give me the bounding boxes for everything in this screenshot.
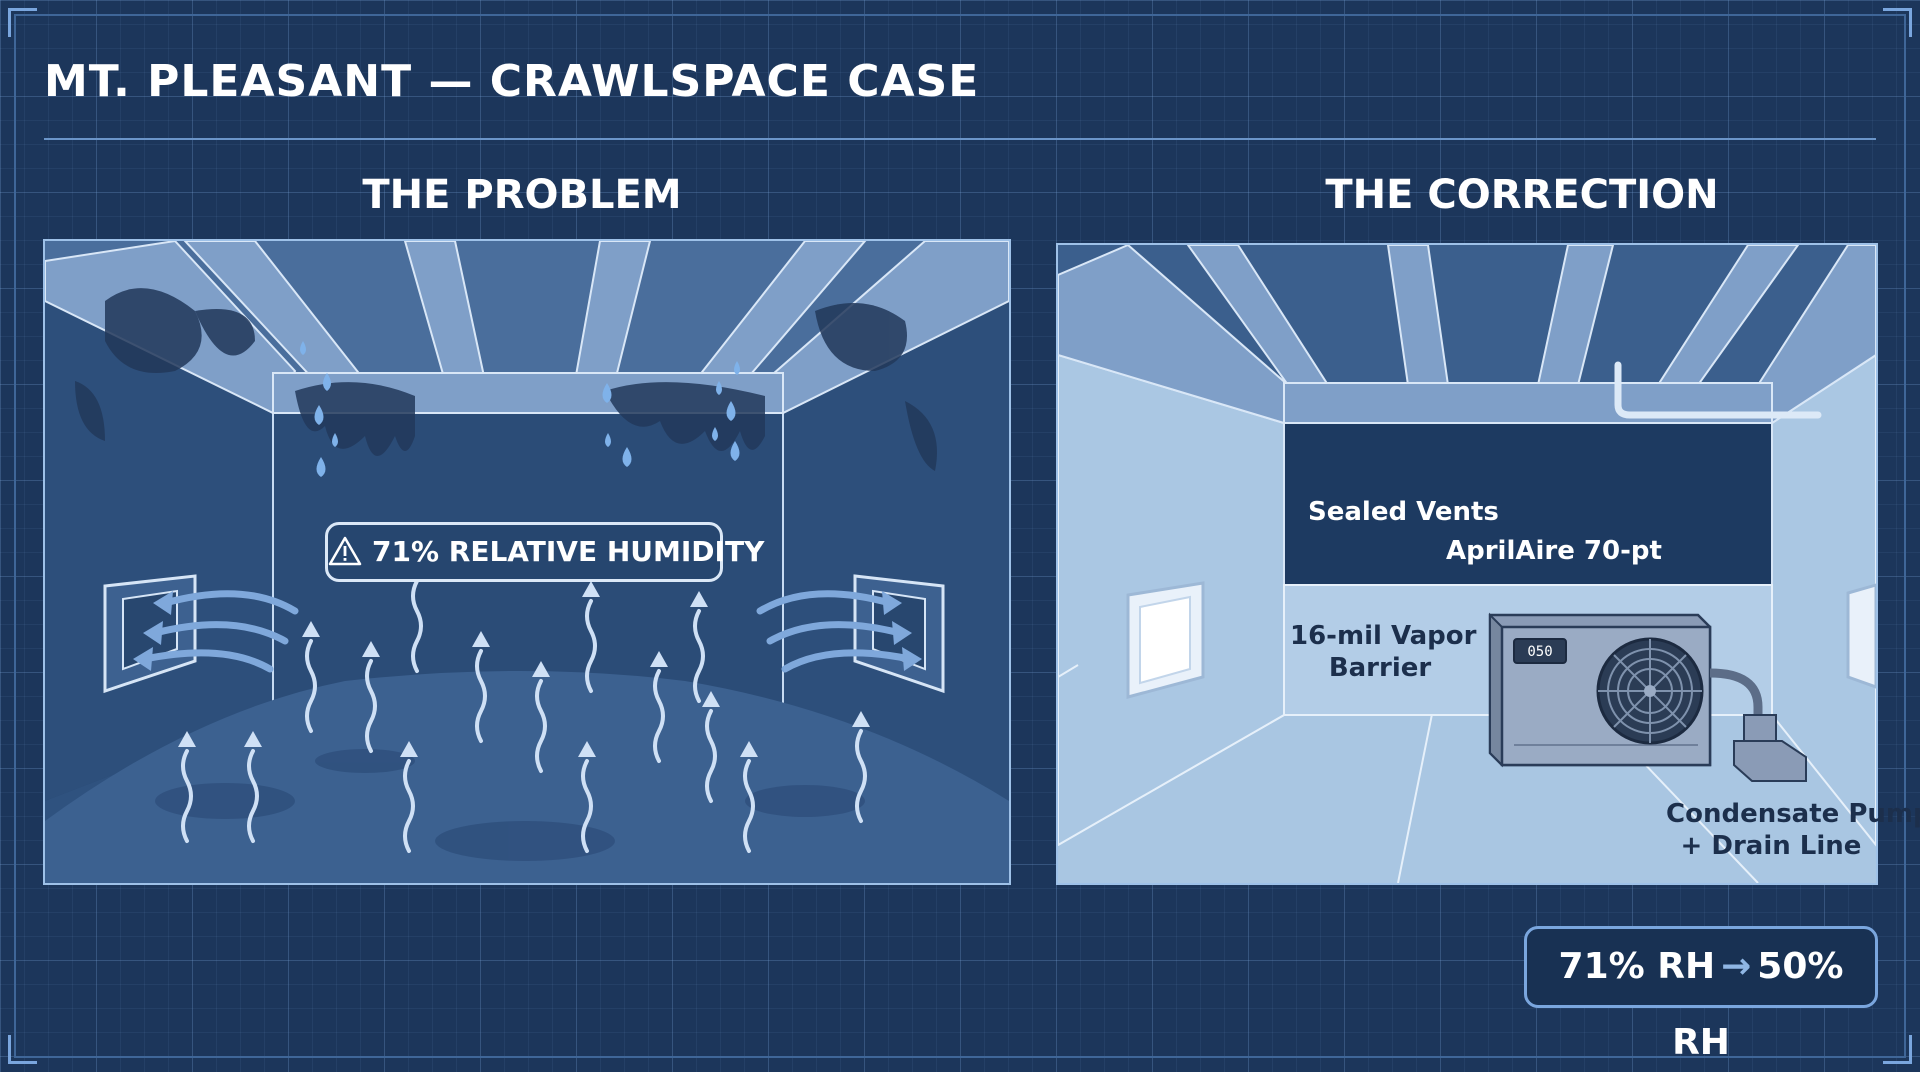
wet-soil (45, 671, 1009, 883)
problem-right-wall (783, 301, 1009, 801)
sealed-vents-label: Sealed Vents (1308, 497, 1499, 527)
frame-corner (8, 1035, 37, 1064)
condensate-pump-label-line1: Condensate Pump (1666, 799, 1920, 829)
vapor-barrier-label-line1: 16-mil Vapor (1290, 621, 1477, 651)
outer-frame (14, 14, 1906, 1058)
dehumidifier-icon (1488, 612, 1712, 768)
result-badge: 71% RH→50% RH (1524, 926, 1878, 1063)
condensate-pump-icon (1733, 714, 1807, 782)
fan-icon (1596, 637, 1704, 745)
condensate-pump-label: Condensate Pump + Drain Line (1666, 798, 1920, 862)
warning-icon (328, 536, 362, 566)
humidity-callout-text: 71% RELATIVE HUMIDITY (372, 535, 765, 568)
problem-heading: THE PROBLEM (362, 172, 682, 218)
vapor-arrowheads (178, 561, 870, 757)
water-drop-icon (300, 341, 740, 477)
vapor-barrier-label: 16-mil Vapor Barrier (1290, 620, 1477, 684)
condensate-hose (1709, 668, 1763, 723)
frame-corner (1883, 8, 1912, 37)
vapor-arrow-icon (181, 579, 867, 853)
dehumidifier-label: AprilAire 70-pt (1446, 536, 1662, 566)
problem-illustration (45, 241, 1009, 883)
drain-line (1614, 361, 1822, 419)
frame-corner (8, 8, 37, 37)
humidity-callout: 71% RELATIVE HUMIDITY (325, 522, 764, 582)
frame-corner (1883, 1035, 1912, 1064)
result-after: 50% RH (1672, 946, 1844, 1063)
condensate-pump-label-line2: + Drain Line (1680, 831, 1862, 861)
correction-back-wall (1283, 422, 1773, 586)
correction-illustration: 050 (1058, 245, 1876, 883)
page-title: MT. PLEASANT — CRAWLSPACE CASE (44, 56, 980, 107)
airflow-arrow-icon (141, 590, 914, 673)
sealed-vent-right (1846, 583, 1876, 689)
correction-panel: 050 (1056, 243, 1878, 885)
correction-heading: THE CORRECTION (1325, 172, 1719, 218)
mold-stains (75, 288, 937, 471)
correction-joists (1058, 245, 1876, 425)
airflow-arrowheads (133, 591, 922, 671)
title-divider (44, 138, 1876, 140)
right-arrow-icon: → (1721, 946, 1752, 987)
result-before: 71% RH (1558, 946, 1716, 987)
dehumidifier-display: 050 (1527, 644, 1552, 660)
sealed-vent-left (1126, 581, 1205, 699)
vapor-barrier-label-line2: Barrier (1328, 653, 1432, 683)
problem-panel (43, 239, 1011, 885)
